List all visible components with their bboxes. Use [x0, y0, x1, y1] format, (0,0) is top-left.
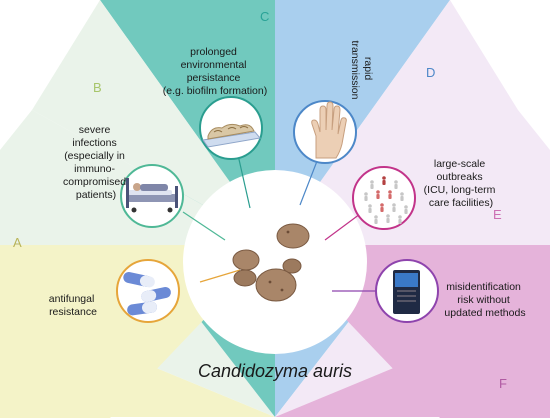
person-figure	[388, 190, 392, 199]
people-outbreak-icon	[352, 166, 416, 230]
segment-b-text: severe infections (especially in immuno-…	[63, 124, 129, 201]
person-figure	[392, 203, 396, 212]
hospital-bed-icon	[120, 164, 184, 228]
center-disc	[183, 170, 367, 354]
person-figure	[400, 192, 404, 201]
segment-e-letter: E	[493, 207, 502, 222]
segment-c-text: prolonged environmental persistance (e.g…	[163, 46, 267, 97]
segment-f-text: misidentification risk without updated m…	[444, 281, 525, 319]
person-figure	[376, 190, 380, 199]
person-figure	[380, 203, 384, 212]
person-figure	[394, 180, 398, 189]
segment-b-connector	[182, 211, 226, 241]
person-figure	[370, 180, 374, 189]
segment-d-connector	[299, 155, 320, 206]
segment-d-text: rapid transmission	[349, 41, 374, 100]
segment-e-connector	[324, 213, 361, 241]
segment-d-letter: D	[426, 65, 435, 80]
segment-b-letter: B	[93, 80, 102, 95]
pills-icon	[116, 259, 180, 323]
person-figure	[404, 205, 408, 214]
segment-e-fill	[275, 0, 550, 245]
person-figure	[386, 214, 390, 223]
segment-e-text: large-scale outbreaks (ICU, long-term ca…	[424, 158, 499, 209]
person-figure	[368, 204, 372, 213]
segment-c-connector	[237, 154, 251, 209]
segment-c-left-fill	[32, 0, 275, 245]
people-outbreak-icon-ring	[352, 166, 416, 230]
segment-a-connector	[199, 269, 241, 283]
biofilm-surface-icon	[199, 96, 263, 160]
hand-icon	[293, 100, 357, 164]
segment-a-letter: A	[13, 235, 22, 250]
segment-f-letter: F	[499, 376, 507, 391]
person-figure	[398, 215, 402, 224]
segment-c-letter: C	[260, 9, 269, 24]
person-figure	[374, 215, 378, 224]
segment-a-text: antifungal resistance	[49, 293, 97, 318]
mass-spectrometer-icon	[375, 259, 439, 323]
organism-caption: Candidozyma auris	[198, 361, 352, 381]
person-figure	[364, 192, 368, 201]
person-figure	[382, 176, 386, 185]
yeast-cells-icon	[232, 223, 310, 302]
